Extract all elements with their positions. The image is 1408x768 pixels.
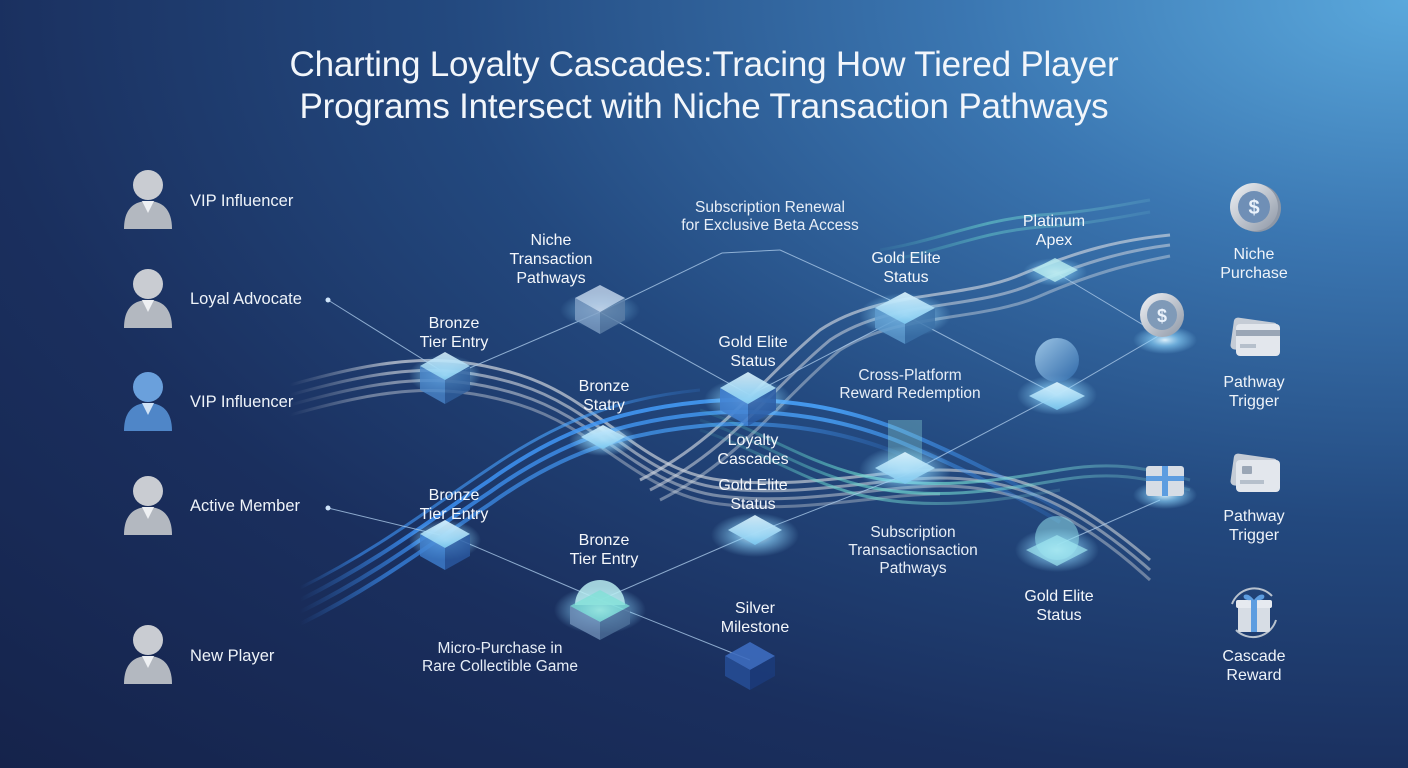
title-line-2: Programs Intersect with Niche Transactio…: [299, 87, 1109, 126]
dollar-coin-icon: $: [1230, 183, 1281, 232]
node-bronze-tier-entry-top: [409, 352, 481, 404]
node-label-gold-elite-status-center: Gold Elite Status: [718, 334, 788, 370]
node-niche-transaction-pathways: [560, 285, 640, 334]
title-line-1: Charting Loyalty Cascades:Tracing How Ti…: [289, 45, 1119, 84]
node-gold-elite-status-middle: [859, 420, 951, 494]
persona-label-new-player: New Player: [190, 647, 275, 665]
svg-text:$: $: [1157, 306, 1167, 326]
annotation-cross-platform: Cross-Platform Reward Redemption: [839, 367, 981, 402]
persona-label-vip-influencer-2: VIP Influencer: [190, 393, 294, 411]
node-gift-midright: [1133, 466, 1197, 509]
user-icon: [124, 269, 172, 328]
node-bronze-tier-entry-bottom: [409, 520, 481, 570]
node-bronze-statry: [569, 424, 637, 456]
node-label-bronze-tier-entry-low: Bronze Tier Entry: [569, 532, 639, 568]
node-label-gold-elite-status-upper: Gold Elite Status: [871, 250, 941, 286]
card-icon: [1230, 317, 1280, 356]
persona-label-loyal-advocate: Loyal Advocate: [190, 290, 302, 308]
persona-label-active-member: Active Member: [190, 497, 301, 515]
node-label-niche-transaction-pathways: Niche Transaction Pathways: [509, 232, 593, 287]
user-icon: [124, 372, 172, 431]
node-platinum-apex: [1023, 258, 1087, 286]
annotation-micro-purchase: Micro-Purchase in Rare Collectible Game: [422, 640, 578, 675]
node-label-bronze-tier-entry-top: Bronze Tier Entry: [419, 315, 489, 351]
node-label-gold-elite-status-right: Gold Elite Status: [1024, 588, 1094, 624]
user-icon: [124, 625, 172, 684]
outcome-cascade-reward: Cascade Reward: [1222, 648, 1286, 684]
node-bronze-tier-entry-low: [554, 580, 646, 640]
node-gold-elite-status-right: [1015, 516, 1099, 572]
node-label-loyalty-cascades: Loyalty Cascades: [717, 432, 789, 468]
teal-flow-bundle: [699, 198, 1191, 505]
node-label-gold-elite-status-lower: Gold Elite Status: [718, 477, 788, 513]
node-label-platinum-apex: Platinum Apex: [1022, 213, 1086, 249]
annotation-subscription-transaction: Subscription Transactionsaction Pathways: [848, 524, 978, 577]
node-gold-elite-status-upper: [859, 292, 951, 344]
node-gold-elite-status-lower: [711, 513, 799, 557]
node-silver-milestone: [725, 642, 775, 690]
node-coin-midright: $: [1133, 293, 1197, 354]
persona-label-vip-influencer-1: VIP Influencer: [190, 192, 294, 210]
outcome-pathway-trigger-2: Pathway Trigger: [1223, 508, 1285, 544]
node-label-bronze-tier-entry-bottom: Bronze Tier Entry: [419, 487, 489, 523]
card-icon: [1230, 453, 1280, 492]
svg-text:$: $: [1248, 197, 1259, 219]
outcome-niche-purchase: Niche Purchase: [1220, 246, 1288, 282]
node-cross-platform-sphere: [1017, 338, 1097, 415]
node-gold-elite-status-center: [704, 372, 792, 426]
node-label-bronze-statry: Bronze Statry: [578, 378, 630, 414]
outcome-pathway-trigger-1: Pathway Trigger: [1223, 374, 1285, 410]
page-title: Charting Loyalty Cascades:Tracing How Ti…: [0, 44, 1408, 128]
node-label-silver-milestone: Silver Milestone: [720, 600, 790, 636]
annotation-subscription-renewal: Subscription Renewal for Exclusive Beta …: [681, 199, 859, 234]
user-icon: [124, 170, 172, 229]
gift-icon: [1231, 587, 1277, 639]
user-icon: [124, 476, 172, 535]
connector-dots: [325, 297, 331, 511]
